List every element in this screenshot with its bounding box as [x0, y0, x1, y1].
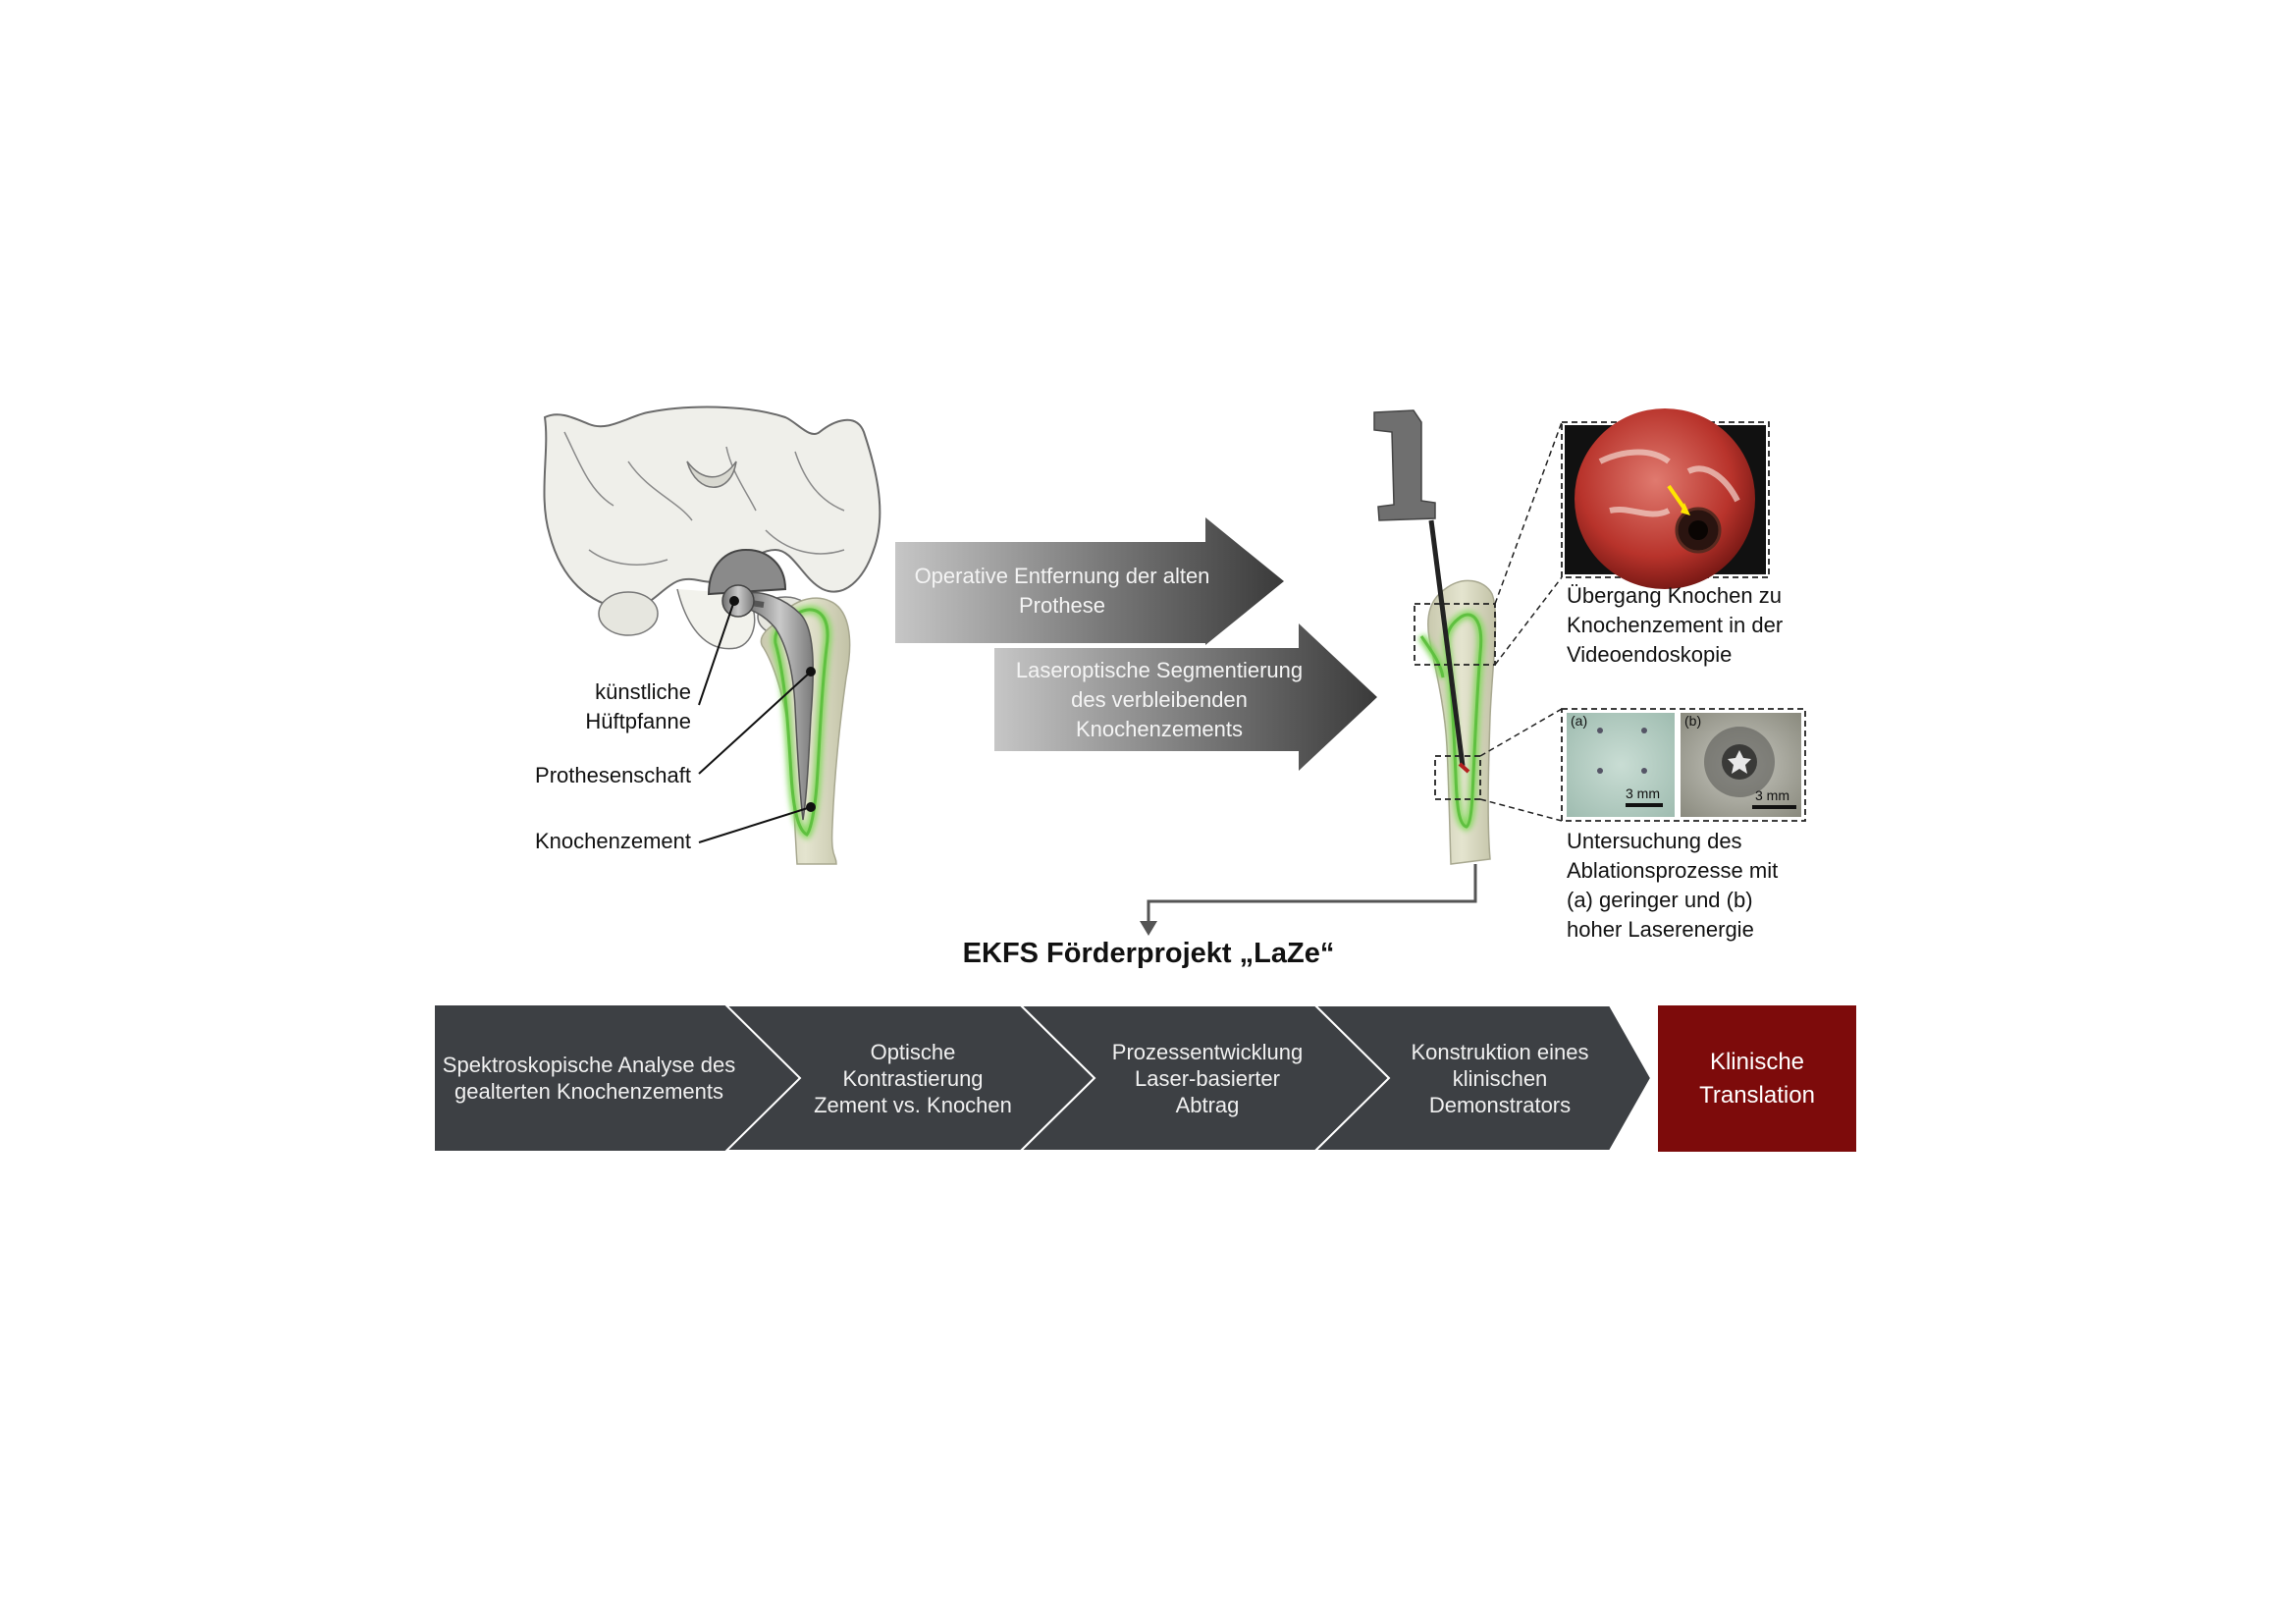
femur-with-prosthesis [707, 548, 851, 865]
step-3-text: Prozessentwicklung Laser-basierter Abtra… [1090, 1005, 1325, 1151]
label-ablation-line1: Untersuchung des [1567, 829, 1742, 853]
arrow-removal [895, 517, 1284, 645]
femur-with-endoscope [1373, 409, 1497, 865]
step-4-line1: Konstruktion eines [1411, 1039, 1589, 1064]
label-endoscopy-line3: Videoendoskopie [1567, 642, 1733, 667]
label-ablation-line4: hoher Laserenergie [1567, 917, 1754, 942]
step-4-line2: klinischen [1452, 1065, 1548, 1091]
left-leader-lines [698, 596, 816, 843]
final-step-box: Klinische Translation [1658, 1005, 1856, 1152]
microscopy-panel-a [1567, 713, 1675, 817]
label-stem: Prothesenschaft [535, 763, 691, 787]
scale-b-label: 3 mm [1755, 787, 1789, 803]
project-title: EKFS Förderprojekt „LaZe“ [962, 938, 1335, 969]
zoom-box-upper [1414, 603, 1496, 666]
zoom-connector-lines [1479, 421, 1563, 822]
step-1-line1: Spektroskopische Analyse des [442, 1053, 736, 1077]
label-endoscopy-line1: Übergang Knochen zu [1567, 583, 1782, 608]
step-1-line2: gealterten Knochenzements [454, 1079, 723, 1104]
arrow-removal-line2: Prothese [1018, 593, 1106, 618]
arrow-segmentation-line2: des verbleibenden [1071, 687, 1248, 712]
panel-a-label: (a) [1571, 713, 1588, 729]
step-1-text: Spektroskopische Analyse des gealterten … [442, 1005, 736, 1151]
arrow-segmentation-line3: Knochenzements [1076, 717, 1243, 741]
arrow-removal-line1: Operative Entfernung der alten [914, 564, 1210, 588]
process-chevrons [435, 1004, 1653, 1152]
label-endoscopy-line2: Knochenzement in der [1567, 613, 1784, 637]
step-2-line3: Zement vs. Knochen [814, 1092, 1012, 1117]
step-2-text: Optische Kontrastierung Zement vs. Knoch… [795, 1005, 1031, 1151]
microscopy-images [1561, 708, 1806, 822]
panel-b-label: (b) [1684, 713, 1702, 729]
step-3-line1: Prozessentwicklung [1111, 1039, 1304, 1064]
label-endoscopy: Übergang Knochen zu Knochenzement in der… [1567, 581, 1822, 670]
endoscopy-image [1561, 408, 1770, 589]
step-2-line1: Optische [870, 1039, 956, 1064]
connector-to-project [1147, 864, 1477, 923]
step-3-line2: Laser-basierter [1135, 1065, 1280, 1091]
label-cup: künstliche Hüftpfanne [550, 677, 691, 736]
scale-a-label: 3 mm [1626, 785, 1660, 801]
step-4-text: Konstruktion eines klinischen Demonstrat… [1382, 1005, 1618, 1151]
label-cup-line2: Hüftpfanne [585, 709, 691, 733]
step-2-line2: Kontrastierung [842, 1065, 984, 1091]
step-3-line3: Abtrag [1175, 1092, 1240, 1117]
label-ablation-line2: Ablationsprozesse mit [1567, 858, 1779, 883]
label-ablation-line3: (a) geringer und (b) [1567, 888, 1753, 912]
final-step-line2: Translation [1699, 1081, 1815, 1109]
label-ablation: Untersuchung des Ablationsprozesse mit (… [1567, 827, 1822, 945]
step-4-shape [1312, 1004, 1653, 1152]
step-1-shape [435, 1005, 800, 1151]
arrow-segmentation-text: Laseroptische Segmentierung des verbleib… [994, 656, 1324, 744]
arrow-segmentation-line1: Laseroptische Segmentierung [1015, 658, 1304, 682]
connector-arrowhead [1140, 921, 1157, 936]
zoom-box-lower [1434, 755, 1481, 800]
label-cup-line1: künstliche [595, 679, 691, 704]
label-cement: Knochenzement [535, 829, 691, 853]
arrow-removal-text: Operative Entfernung der alten Prothese [895, 562, 1229, 621]
final-step-line1: Klinische [1709, 1048, 1805, 1075]
arrow-segmentation [994, 623, 1377, 771]
step-4-line3: Demonstrators [1428, 1092, 1572, 1117]
